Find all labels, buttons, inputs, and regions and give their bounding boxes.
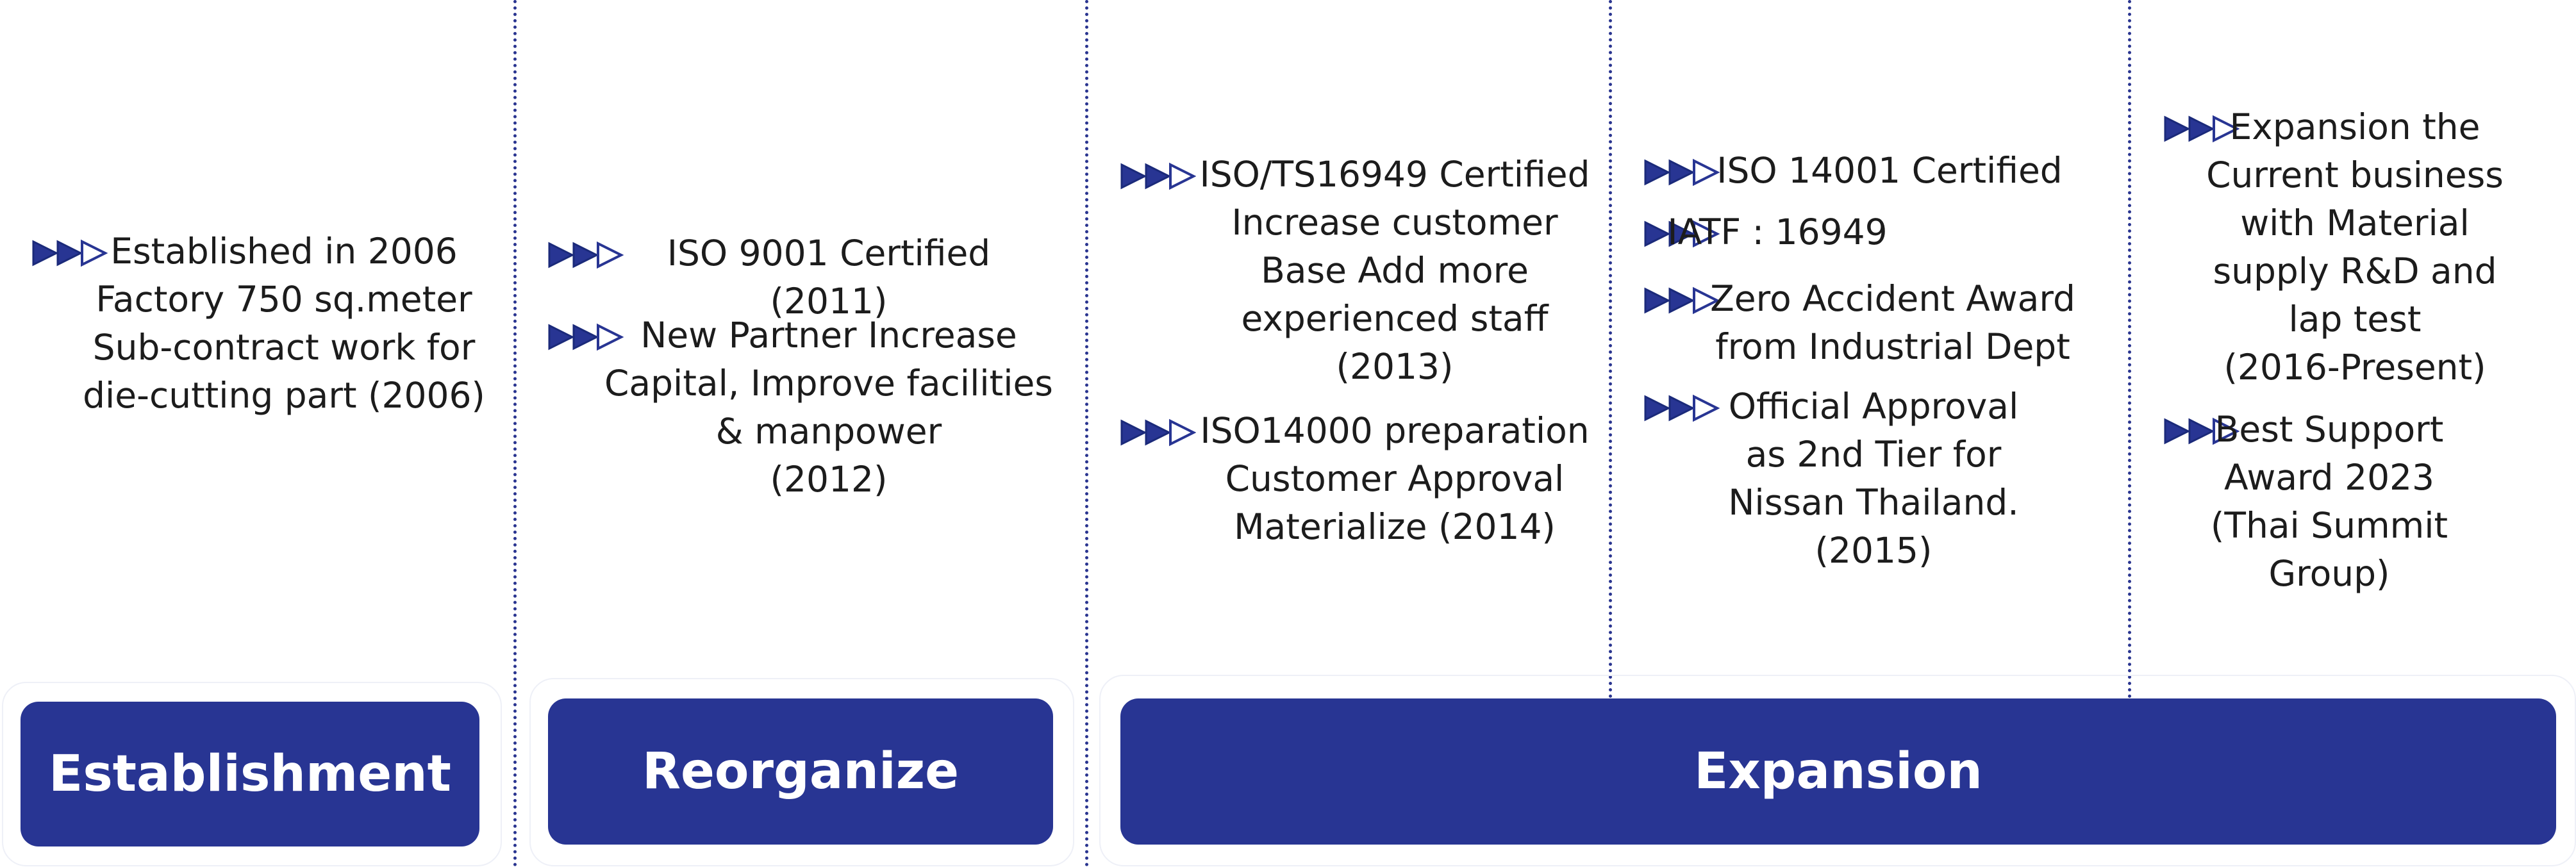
milestone-text: ISO 9001 Certified (2011) [667,233,991,322]
milestone-text: ISO 14001 Certified [1716,150,2063,191]
triple-arrow-icon [548,242,622,268]
divider-line-2 [1085,0,1088,867]
milestone-text: Official Approval as 2nd Tier for Nissan… [1728,386,2019,571]
milestone-item: ISO14000 preparation Customer Approval M… [1120,407,1600,551]
milestone-item: Zero Accident Award from Industrial Dept [1644,275,2085,371]
milestone-item: IATF : 16949 [1644,208,1906,256]
milestone-text: Best Support Award 2023 (Thai Summit Gro… [2210,409,2448,594]
milestone-text: Established in 2006 Factory 750 sq.meter… [83,231,485,416]
milestone-text: Expansion the Current business with Mate… [2206,106,2504,388]
phase-outline-reorganize [529,678,1074,866]
milestone-item: Expansion the Current business with Mate… [2164,103,2515,392]
divider-line-4 [2128,0,2131,698]
milestone-item: Best Support Award 2023 (Thai Summit Gro… [2164,406,2509,598]
milestone-item: ISO 9001 Certified (2011) [548,229,1040,326]
milestone-item: ISO/TS16949 Certified Increase customer … [1120,151,1600,391]
divider-line-3 [1609,0,1612,698]
milestone-item: Official Approval as 2nd Tier for Nissan… [1644,383,2047,575]
milestone-text: IATF : 16949 [1667,211,1888,252]
milestone-item: Established in 2006 Factory 750 sq.meter… [32,227,492,420]
milestone-item: ISO 14001 Certified [1644,147,2079,195]
phase-expansion: Expansion [1120,698,2556,845]
milestone-text: New Partner Increase Capital, Improve fa… [604,315,1053,500]
divider-line-1 [513,0,517,867]
milestone-item: New Partner Increase Capital, Improve fa… [548,311,1053,504]
milestone-text: Zero Accident Award from Industrial Dept [1710,278,2075,367]
phase-establishment: Establishment [21,702,479,846]
triple-arrow-icon [1120,420,1195,445]
phase-outline-expansion [1099,675,2576,866]
phase-reorganize: Reorganize [548,698,1053,845]
milestone-text: ISO/TS16949 Certified Increase customer … [1199,154,1590,387]
milestone-text: ISO14000 preparation Customer Approval M… [1200,410,1590,547]
phase-outline-establishment [2,682,502,866]
triple-arrow-icon [1120,163,1195,189]
